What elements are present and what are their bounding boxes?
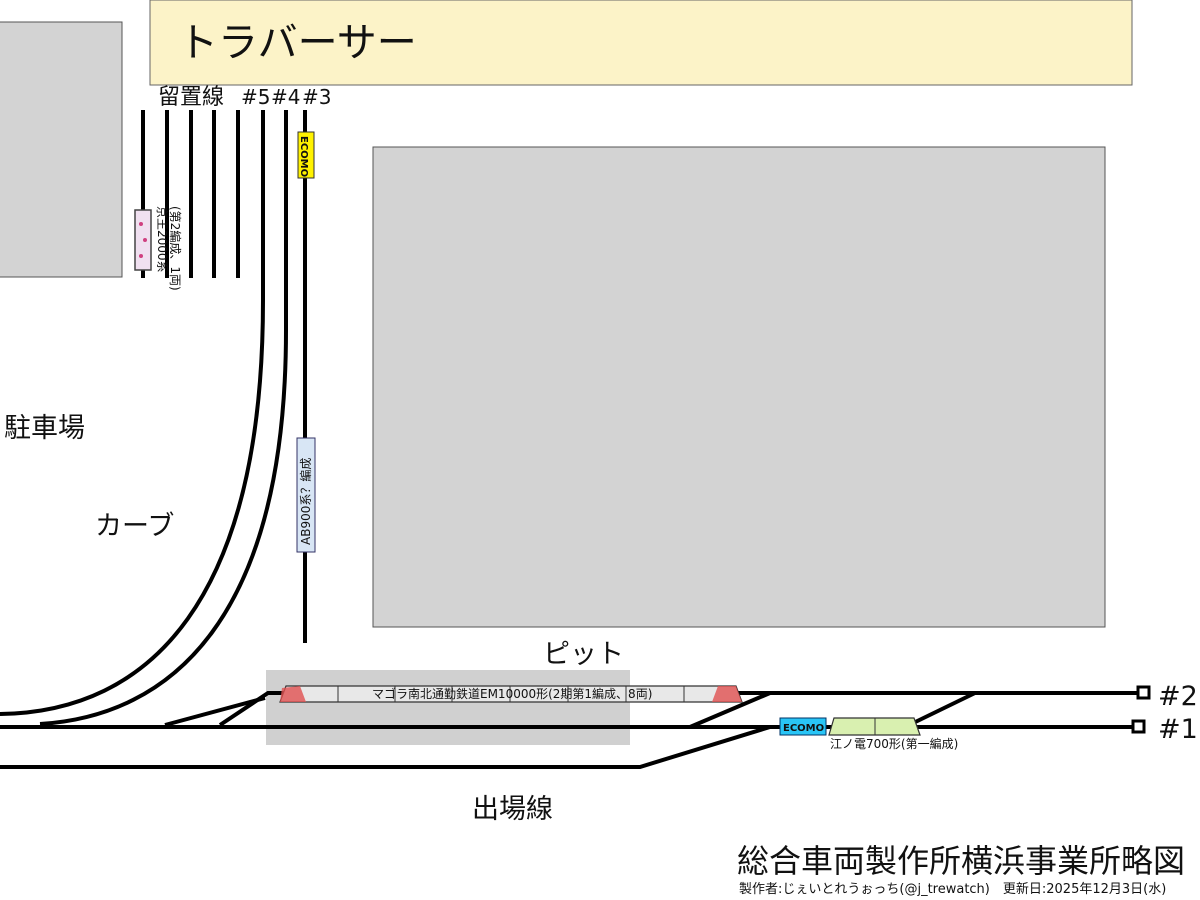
- curve-label: カーブ: [95, 511, 174, 542]
- main-building: [372, 146, 1106, 628]
- track-5-curve: [0, 110, 265, 716]
- track-1-label: #1: [1158, 714, 1198, 745]
- track-5-label: #5: [241, 85, 270, 109]
- pit-area: [266, 670, 630, 745]
- track-2-label: #2: [1158, 681, 1198, 712]
- ab900-label: AB900系？編成: [298, 458, 313, 545]
- ecomo-top-label: ECOMO: [298, 136, 309, 177]
- enoden-700-vehicle: [828, 717, 921, 736]
- track-2-end-stop: [1136, 685, 1151, 700]
- exit-line-label: 出場線: [472, 794, 553, 825]
- magora-em10000-label: マゴラ南北通勤鉄道EM10000形(2期第1編成、8両): [372, 686, 652, 701]
- left-building: [0, 21, 123, 278]
- magora-em10000-vehicle: [279, 685, 743, 703]
- diagram-title: 総合車両製作所横浜事業所略図: [737, 842, 1185, 880]
- keio-2000-vehicle: [134, 209, 152, 271]
- keio-2000-label-2: (第2編成、1両): [168, 206, 183, 291]
- traverser-area: [149, 0, 1133, 86]
- track-3-label: #3: [302, 85, 331, 109]
- traverser-label: トラバーサー: [178, 20, 417, 66]
- track-2: [218, 691, 1140, 727]
- crossover-right: [904, 691, 976, 729]
- crossover-mid: [689, 691, 771, 729]
- ab900-vehicle: [296, 437, 316, 553]
- pit-label: ピット: [543, 639, 624, 670]
- storage-label: 留置線: [158, 85, 224, 110]
- exit-line: [0, 725, 771, 769]
- ecomo-bottom-vehicle: [779, 717, 827, 736]
- credit-line: 製作者:じぇいとれうぉっち(@j_trewatch) 更新日:2025年12月3…: [739, 881, 1166, 897]
- enoden-700-label: 江ノ電700形(第一編成): [830, 736, 958, 751]
- track-4-curve: [39, 110, 288, 726]
- keio-2000-label-1: 京王2000系: [155, 206, 169, 273]
- ecomo-bottom-label: ECOMO: [783, 723, 824, 734]
- track-4-label: #4: [271, 85, 300, 109]
- parking-label: 駐車場: [4, 413, 85, 444]
- track-1-end-stop: [1131, 719, 1146, 734]
- crossover-pit: [164, 696, 266, 727]
- ecomo-top-vehicle: [297, 131, 315, 179]
